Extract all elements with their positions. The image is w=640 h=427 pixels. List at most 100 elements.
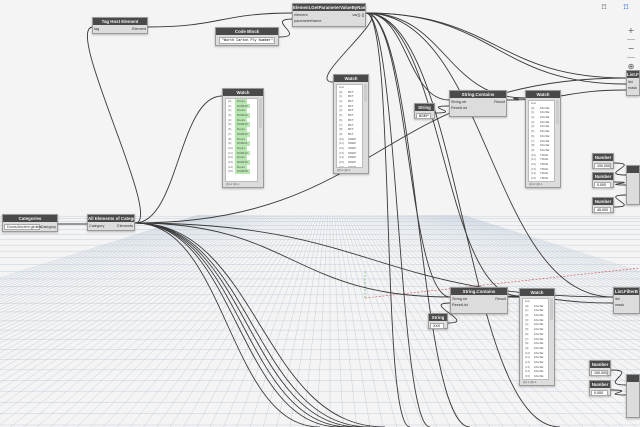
node-code-block[interactable]: Code Block "Worth Carton Ply Number"; xyxy=(215,27,279,46)
watch-row: [0]BFT xyxy=(337,90,362,95)
node-number-4[interactable]: Number 100.000 xyxy=(589,360,611,376)
watch-row-value: FALSE xyxy=(534,364,544,369)
watch-row-value: D00039 xyxy=(235,159,250,165)
node-number-5[interactable]: Number 0.000 xyxy=(589,380,611,396)
elements-output-port[interactable]: Elements xyxy=(117,224,133,228)
mask-input-port[interactable]: mask xyxy=(615,303,625,307)
watch-row-value: D00038 xyxy=(235,169,250,175)
result-output-port[interactable]: Result xyxy=(495,297,506,301)
node-partial-right-top[interactable] xyxy=(626,165,640,205)
watch-row: [9]FALSE xyxy=(523,346,548,351)
watch-row: [8]FALSE xyxy=(523,341,548,346)
result-output-port[interactable]: Result xyxy=(494,100,505,104)
category-input-port[interactable]: Category xyxy=(89,224,105,228)
watch-row-index: [1] xyxy=(525,308,529,313)
node-partial-right-bottom[interactable] xyxy=(626,374,640,418)
string-input-port[interactable]: String.str xyxy=(451,100,467,104)
watch-row-index: [2] xyxy=(228,108,232,113)
zoom-out-button[interactable]: − xyxy=(627,44,635,53)
number-value-input[interactable]: 100.000 xyxy=(591,370,608,376)
node-all-elements-of-category[interactable]: All Elements of Category Category Elemen… xyxy=(87,214,135,231)
number-value-input[interactable]: 0.000 xyxy=(591,390,608,396)
watch-row: [4]Doors xyxy=(226,117,257,123)
string-value-input[interactable]: BSEP xyxy=(416,113,431,119)
watch-row-value: BFT xyxy=(348,89,354,94)
watch-row-value: BFT xyxy=(348,127,354,132)
node-categories[interactable]: Categories Doors/Ancient girders Categor… xyxy=(2,214,58,232)
node-string-2[interactable]: String XXX xyxy=(428,313,448,329)
watch-row-value: FALSE xyxy=(534,303,544,308)
watch-row-value: FALSE xyxy=(540,124,550,129)
category-output-port[interactable]: Category xyxy=(40,225,56,229)
node-string-contains-1[interactable]: String.Contains String.str ResetList Res… xyxy=(449,90,507,117)
watch-row: [5]BFT xyxy=(337,113,362,118)
watch-row-index: [6] xyxy=(228,127,232,132)
geometry-view-icon[interactable]: ⟟⟟ xyxy=(623,3,629,11)
watch-row: [3]BFT xyxy=(337,104,362,109)
watch-row-value: BFT xyxy=(348,94,354,99)
list-input-port[interactable]: list xyxy=(615,297,620,301)
node-list-filter-2[interactable]: List.FilterB list mask xyxy=(613,287,640,314)
watch-row: [13]TRUE xyxy=(529,167,554,172)
mask-input-port[interactable]: mask xyxy=(628,86,638,90)
category-dropdown[interactable]: Doors/Ancient girders xyxy=(4,224,42,230)
node-number-3[interactable]: Number 45.000 xyxy=(592,197,614,213)
watch-list[interactable]: [0]Doors[1]D00045[2]Doors[3]D00044[4]Doo… xyxy=(225,98,258,182)
watch-list[interactable]: List[0]FALSE[1]FALSE[2]FALSE[3]FALSE[4]F… xyxy=(522,298,549,380)
list-input-port[interactable]: list xyxy=(628,80,633,84)
node-watch-3[interactable]: Watch List[0]FALSE[1]FALSE[2]FALSE[3]FAL… xyxy=(525,90,561,188)
watch-row-index: [4] xyxy=(531,124,535,129)
search-for-input-port[interactable]: ResetList xyxy=(451,106,467,110)
node-title: Element.GetParameterValueByName xyxy=(293,4,365,11)
node-watch-1[interactable]: Watch [0]Doors[1]D00045[2]Doors[3]D00044… xyxy=(222,88,264,188)
node-string-1[interactable]: String BSEP xyxy=(414,103,435,119)
divider xyxy=(627,39,635,40)
code-editor[interactable]: "Worth Carton Ply Number"; xyxy=(219,37,275,44)
zoom-fit-icon[interactable]: ⊕ xyxy=(627,62,635,71)
watch-row: [14]Doors xyxy=(226,164,257,170)
watch-row-index: [12] xyxy=(525,359,531,364)
node-list-filter-1[interactable]: List.FilterB list mask xyxy=(626,70,640,96)
node-tag-host-element[interactable]: Tag Host Element tag Element xyxy=(92,17,148,34)
parameter-name-input-port[interactable]: parameterName xyxy=(294,19,322,23)
node-title: Watch xyxy=(520,289,554,296)
search-for-input-port[interactable]: ResetList xyxy=(452,303,468,307)
scrollbar[interactable] xyxy=(556,100,559,124)
node-title: String xyxy=(415,104,434,111)
scrollbar[interactable] xyxy=(550,298,553,320)
value-output-port[interactable]: var[]..[] xyxy=(352,13,364,17)
node-watch-2[interactable]: Watch List[0]BFT[1]BFT[2]BFT[3]BFT[4]BFT… xyxy=(333,74,369,174)
watch-list[interactable]: List[0]BFT[1]BFT[2]BFT[3]BFT[4]BFT[5]BFT… xyxy=(336,84,363,168)
number-value-input[interactable]: 100.000 xyxy=(594,163,611,169)
graph-view-icon[interactable]: ⟟⟟ xyxy=(601,3,607,11)
string-value-input[interactable]: XXX xyxy=(430,323,444,329)
node-get-parameter-value-by-name[interactable]: Element.GetParameterValueByName element … xyxy=(292,3,366,27)
element-output-port[interactable]: Element xyxy=(132,27,146,31)
watch-list[interactable]: List[0]FALSE[1]FALSE[2]FALSE[3]FALSE[4]F… xyxy=(528,100,555,182)
watch-row: [7]FALSE xyxy=(523,337,548,342)
scrollbar[interactable] xyxy=(364,84,367,102)
watch-row: [0]FALSE xyxy=(523,304,548,309)
scrollbar[interactable] xyxy=(259,98,262,128)
node-string-contains-2[interactable]: String.Contains String.str ResetList Res… xyxy=(450,287,508,314)
zoom-in-button[interactable]: + xyxy=(627,26,635,35)
watch-row-index: [7] xyxy=(228,131,232,136)
watch-row: [10]FALSE xyxy=(523,351,548,356)
string-input-port[interactable]: String.str xyxy=(452,297,468,301)
watch-row: [8]BFT xyxy=(337,127,362,132)
node-watch-4[interactable]: Watch List[0]FALSE[1]FALSE[2]FALSE[3]FAL… xyxy=(519,288,555,386)
element-input-port[interactable]: element xyxy=(294,13,308,17)
node-number-2[interactable]: Number 0.000 xyxy=(592,172,614,188)
tag-input-port[interactable]: tag xyxy=(94,27,100,31)
number-value-input[interactable]: 45.000 xyxy=(594,207,611,213)
node-number-1[interactable]: Number 100.000 xyxy=(592,153,614,169)
watch-row-index: [11] xyxy=(339,141,344,146)
watch-row-index: [3] xyxy=(339,103,343,108)
watch-row-value: FALSE xyxy=(540,110,550,115)
watch-row-index: [4] xyxy=(228,117,232,122)
watch-row-value: FALSE xyxy=(540,147,550,152)
number-value-input[interactable]: 0.000 xyxy=(594,182,611,188)
watch-row-index: [13] xyxy=(525,364,531,369)
watch-row: [9]D00041 xyxy=(226,141,257,146)
